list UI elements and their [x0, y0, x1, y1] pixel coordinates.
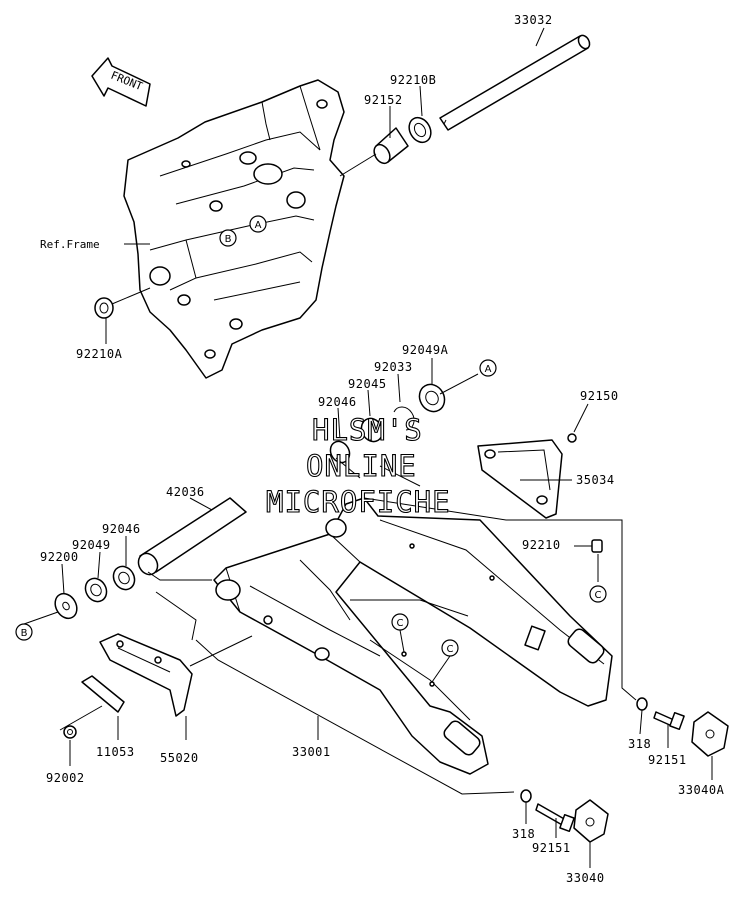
- callout-c-2: C: [391, 613, 409, 631]
- svg-text:A: A: [485, 364, 492, 375]
- label-92200: 92200: [40, 550, 79, 564]
- label-33040a: 33040A: [678, 783, 725, 797]
- nut-92210: [591, 539, 603, 553]
- label-92150: 92150: [580, 389, 619, 403]
- label-42036: 42036: [166, 485, 205, 499]
- circlip-92033: [393, 406, 415, 431]
- label-55020: 55020: [160, 751, 199, 765]
- label-92002: 92002: [46, 771, 85, 785]
- watermark-line-1: HLSM'S: [312, 413, 423, 447]
- svg-text:C: C: [397, 618, 404, 629]
- swingarm: [213, 497, 613, 775]
- plate-11053: [81, 675, 125, 713]
- label-92033: 92033: [374, 360, 413, 374]
- seal-92049: [84, 577, 108, 603]
- label-33001: 33001: [292, 745, 331, 759]
- bracket-35034: [477, 439, 563, 519]
- chain-guide-55020: [99, 633, 193, 717]
- svg-text:B: B: [225, 234, 232, 245]
- label-92049: 92049: [72, 538, 111, 552]
- bearing-92046: [112, 565, 136, 591]
- assembly-lines: [59, 153, 637, 795]
- watermark-line-3: MICROFICHE: [266, 485, 451, 519]
- collar-42036: [137, 497, 247, 576]
- part-labels: 33032 92210B 92152 Ref.Frame 92210A 9204…: [40, 13, 725, 885]
- bolt-92151-bottom: [535, 803, 575, 833]
- adjuster-33040a: [691, 711, 729, 757]
- label-92049a: 92049A: [402, 343, 449, 357]
- watermark: HLSM'S ONLINE MICROFICHE: [265, 412, 451, 519]
- label-92046-top: 92046: [318, 395, 357, 409]
- label-11053: 11053: [96, 745, 135, 759]
- label-92210a: 92210A: [76, 347, 123, 361]
- label-35034: 35034: [576, 473, 615, 487]
- bearing-92046-top: [329, 440, 351, 464]
- callout-a-right: A: [479, 359, 497, 377]
- bolt-92151-right: [653, 711, 685, 731]
- leader-lines: [61, 27, 713, 868]
- nut-318-bottom: [520, 789, 532, 803]
- bearing-92049a: [418, 383, 446, 413]
- svg-text:A: A: [255, 220, 262, 231]
- washer-92200: [54, 592, 78, 620]
- callout-c-3: C: [441, 639, 459, 657]
- label-318-right: 318: [628, 737, 651, 751]
- label-92210: 92210: [522, 538, 561, 552]
- nut-92210b: [408, 116, 432, 144]
- nut-92210a: [94, 297, 114, 319]
- collar-92152: [373, 127, 409, 165]
- callout-a-top: A: [249, 215, 267, 233]
- bearing-92045: [360, 417, 384, 443]
- svg-text:C: C: [595, 590, 602, 601]
- svg-text:B: B: [21, 628, 28, 639]
- label-318-bottom: 318: [512, 827, 535, 841]
- front-arrow: FRONT: [91, 57, 151, 107]
- callout-b-left: B: [15, 623, 33, 641]
- nut-318-right: [636, 697, 648, 711]
- label-33032: 33032: [514, 13, 553, 27]
- callout-c-1: C: [589, 585, 607, 603]
- pivot-shaft: [439, 34, 591, 131]
- watermark-line-2: ONLINE: [306, 449, 417, 483]
- callout-b-frame: B: [219, 229, 237, 247]
- adjuster-33040: [573, 799, 609, 843]
- svg-text:C: C: [447, 644, 454, 655]
- label-92151-bottom: 92151: [532, 841, 571, 855]
- frame-reference: [123, 79, 345, 379]
- label-92210b: 92210B: [390, 73, 436, 87]
- label-33040: 33040: [566, 871, 605, 885]
- label-92045: 92045: [348, 377, 387, 391]
- bolt-92150: [567, 433, 577, 443]
- label-92151-right: 92151: [648, 753, 687, 767]
- label-ref-frame: Ref.Frame: [40, 238, 100, 251]
- bolt-92002: [63, 725, 77, 739]
- label-92152: 92152: [364, 93, 403, 107]
- label-92046: 92046: [102, 522, 141, 536]
